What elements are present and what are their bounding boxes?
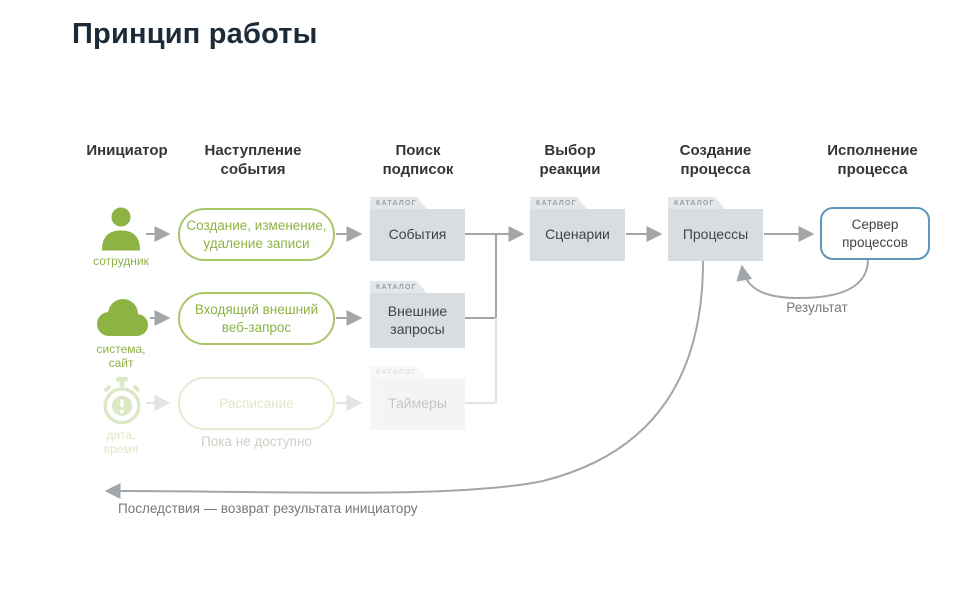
column-header-initiator: Инициатор xyxy=(86,142,168,159)
unavailable-note: Пока не доступно xyxy=(201,434,312,449)
catalog-folder-external-requests: Внешние запросы xyxy=(370,293,465,348)
datetime-label: дата, время xyxy=(103,428,139,457)
catalog-folder-timers: Таймеры xyxy=(370,378,465,430)
column-header-search: Поиск подписок xyxy=(382,142,454,178)
result-label: Результат xyxy=(786,300,848,315)
catalog-folder-events: События xyxy=(370,209,465,261)
consequences-label: Последствия — возврат результата инициат… xyxy=(118,501,418,516)
column-header-creation: Создание процесса xyxy=(679,142,752,178)
catalog-tab: КАТАЛОГ xyxy=(530,197,587,209)
employee-label: сотрудник xyxy=(93,254,149,268)
column-header-reaction: Выбор реакции xyxy=(539,142,601,178)
catalog-tab: КАТАЛОГ xyxy=(668,197,725,209)
catalog-tab: КАТАЛОГ xyxy=(370,366,427,378)
column-header-execution: Исполнение процесса xyxy=(827,142,918,178)
process-server-box: Сервер процессов xyxy=(820,207,930,260)
event-box-record-change: Создание, изменение, удаление записи xyxy=(178,208,335,261)
system-label: система, сайт xyxy=(96,342,146,371)
catalog-folder-scenarios: Сценарии xyxy=(530,209,625,261)
employee-icon xyxy=(101,207,141,251)
catalog-tab: КАТАЛОГ xyxy=(370,197,427,209)
cloud-icon xyxy=(97,299,148,336)
column-header-event: Наступление события xyxy=(204,142,302,178)
event-box-web-request: Входящий внешний веб-запрос xyxy=(178,292,335,345)
stopwatch-icon xyxy=(103,376,141,425)
event-box-schedule: Расписание xyxy=(178,377,335,430)
catalog-tab: КАТАЛОГ xyxy=(370,281,427,293)
catalog-folder-processes: Процессы xyxy=(668,209,763,261)
page-title: Принцип работы xyxy=(72,18,318,50)
